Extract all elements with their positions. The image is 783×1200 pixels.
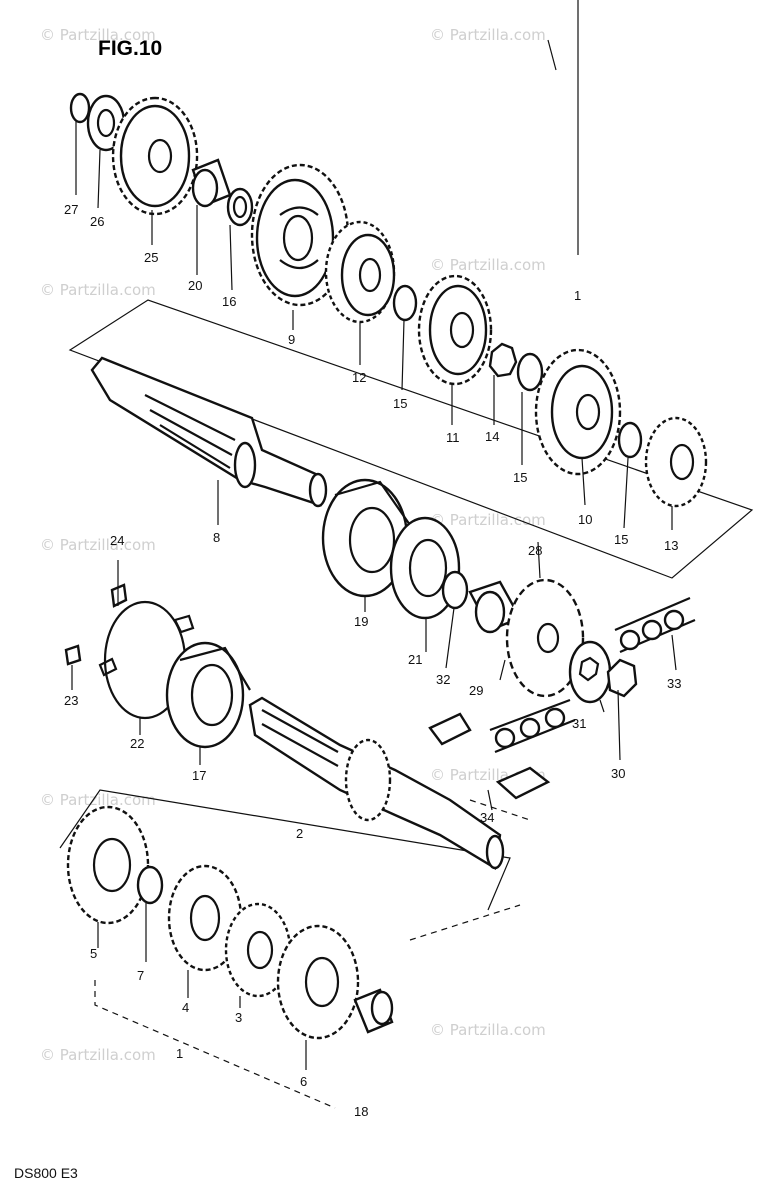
circlip-icon [516,352,544,392]
watermark: © Partzilla.com [40,26,156,44]
callout-5: 5 [90,946,97,961]
callout-17: 17 [192,768,206,783]
callout-24: 24 [110,533,124,548]
watermark: © Partzilla.com [40,536,156,554]
chain-icon [489,596,696,754]
callout-27: 27 [64,202,78,217]
assembly-outline-upper [68,299,754,579]
gear-icon [417,274,493,386]
master-link-icon [428,712,551,800]
bracket-line [469,799,531,821]
shaft-icon [90,356,328,508]
callout-23: 23 [64,693,78,708]
callout-12: 12 [352,370,366,385]
callout-26: 26 [90,214,104,229]
figure-title: FIG.10 [98,37,162,60]
callout-2: 2 [296,826,303,841]
callout-28: 28 [528,543,542,558]
lock-washer-icon [568,640,612,704]
bushing-icon [353,988,394,1034]
callout-9: 9 [288,332,295,347]
bracket-line [94,980,336,1109]
callout-4: 4 [182,1000,189,1015]
screw-icon [64,644,82,666]
bearing-icon [165,641,251,749]
watermark: © Partzilla.com [430,511,546,529]
spacer-icon [468,580,522,634]
callout-15: 15 [513,470,527,485]
callout-29: 29 [469,683,483,698]
o-ring-icon [441,570,469,610]
watermark: © Partzilla.com [430,256,546,274]
assembly-outline-lower [59,789,511,911]
watermark: © Partzilla.com [40,791,156,809]
gear-icon [324,220,396,324]
gear-icon [644,416,708,508]
circlip-icon [392,284,418,322]
sprocket-icon [505,578,585,698]
callout-20: 20 [188,278,202,293]
leader-lines [71,120,677,1070]
watermark: © Partzilla.com [40,281,156,299]
gear-icon [534,348,622,476]
callout-31: 31 [572,716,586,731]
callout-6: 6 [300,1074,307,1089]
watermark: © Partzilla.com [430,1021,546,1039]
drawing-code: DS800 E3 [14,1165,78,1181]
gear-icon [66,805,150,925]
callout-21: 21 [408,652,422,667]
callout-15: 15 [614,532,628,547]
watermark: © Partzilla.com [430,26,546,44]
washer-icon [488,342,518,378]
callout-14: 14 [485,429,499,444]
frame-tick [547,39,557,71]
callout-34: 34 [480,810,494,825]
callout-7: 7 [137,968,144,983]
circlip-icon [617,421,643,459]
washer-icon [226,187,254,227]
circlip-icon [136,865,164,905]
callout-13: 13 [664,538,678,553]
callout-25: 25 [144,250,158,265]
screw-icon [110,583,128,608]
callout-32: 32 [436,672,450,687]
callout-10: 10 [578,512,592,527]
callout-30: 30 [611,766,625,781]
callout-15: 15 [393,396,407,411]
callouts: 27 26 25 20 16 9 12 15 11 14 15 10 15 13… [64,202,681,1119]
gear-icon [111,96,199,216]
callout-11: 11 [446,430,460,445]
gear-icon [276,924,360,1040]
bushing-icon [191,158,232,208]
callout-3: 3 [235,1010,242,1025]
callout-1-lower: 1 [176,1046,183,1061]
callout-22: 22 [130,736,144,751]
nut-icon [606,658,638,698]
callout-1: 1 [574,288,581,303]
callout-8: 8 [213,530,220,545]
bearing-icon [321,478,411,598]
gear-icon [250,163,350,307]
callout-33: 33 [667,676,681,691]
shaft-icon [248,696,505,870]
watermarks: © Partzilla.com © Partzilla.com © Partzi… [40,26,546,1064]
callout-19: 19 [354,614,368,629]
callout-16: 16 [222,294,236,309]
callout-18: 18 [354,1104,368,1119]
watermark: © Partzilla.com [40,1046,156,1064]
bracket-line [409,904,521,941]
